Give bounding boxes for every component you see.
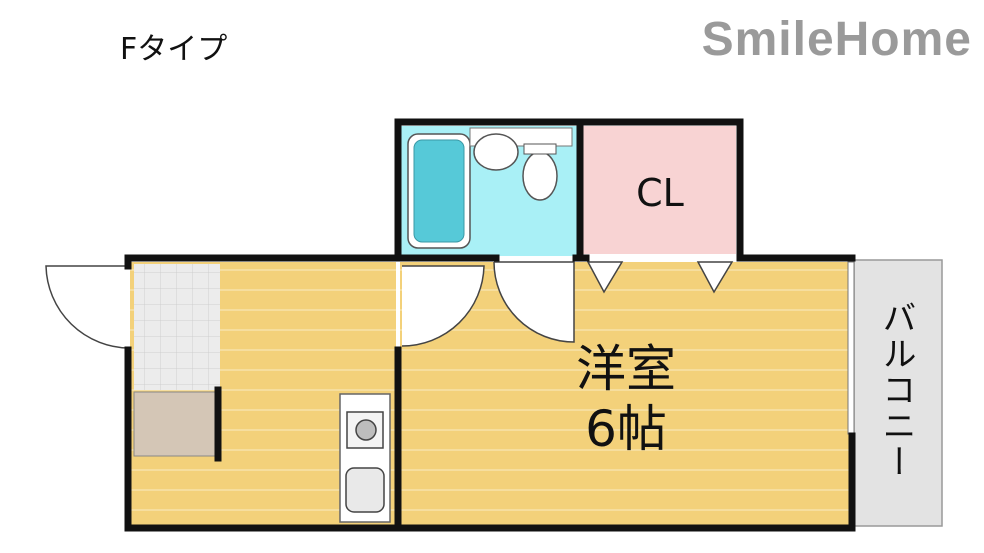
western-room-size: 6帖 [585, 400, 667, 458]
closet-label: CL [636, 171, 684, 215]
balcony-label: バルコニー [876, 300, 916, 480]
western-room-name: 洋室 [576, 340, 676, 398]
stove-burner [355, 419, 377, 441]
entrance-door-swing [45, 265, 131, 349]
closet-door-right [696, 261, 734, 294]
balcony-area [853, 259, 943, 527]
closet-area [582, 126, 736, 254]
shoe-box [133, 391, 217, 457]
bath-door-swing [493, 261, 575, 343]
toilet-bowl [522, 151, 558, 201]
wash-basin [473, 133, 519, 171]
kitchen-sink [345, 467, 385, 513]
entrance-tile [134, 264, 220, 390]
toilet-tank [523, 143, 557, 155]
walls [124, 118, 856, 532]
floorplan-type-label: Fタイプ [120, 32, 228, 67]
stove [346, 411, 384, 449]
bathtub-water [413, 139, 465, 243]
western-room-floor [400, 262, 850, 526]
balcony-window [847, 261, 855, 435]
closet-door-left [586, 261, 624, 294]
brand-logo: SmileHome [701, 13, 972, 66]
room-door-swing [401, 265, 485, 347]
